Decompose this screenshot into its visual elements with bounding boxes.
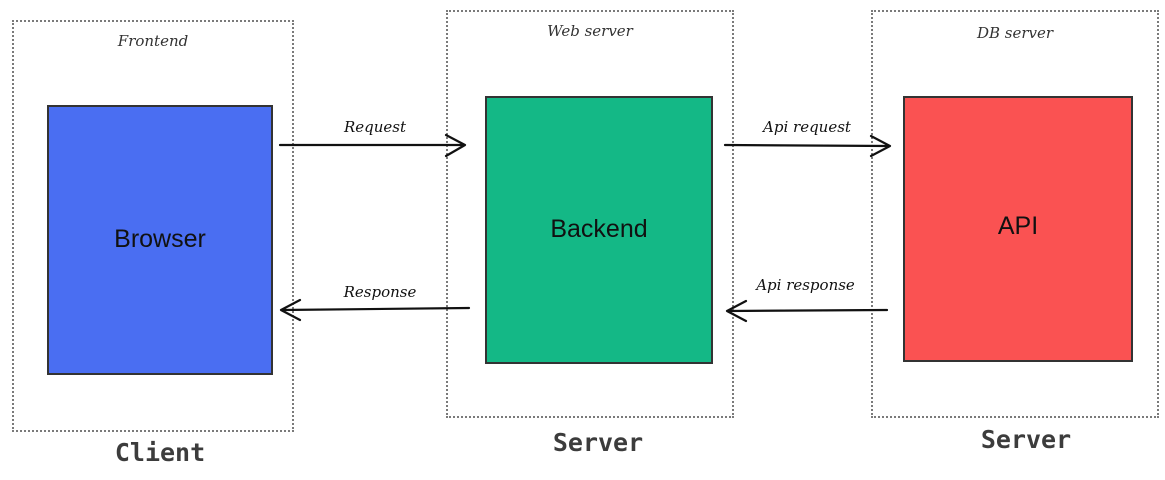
db-server-caption: Server [980,425,1072,454]
api-response-label: Api response [756,276,855,294]
browser-label: Browser [114,224,206,253]
web-server-group: Web server [446,10,734,418]
db-server-group-title: DB server [976,24,1054,42]
request-arrow [278,133,467,158]
api-response-arrow [725,299,889,323]
web-server-caption: Server [552,428,644,457]
backend-node: Backend [485,96,713,364]
api-node: API [903,96,1133,362]
response-arrow [279,298,471,322]
db-server-group: DB server [871,10,1159,418]
api-request-arrow [723,134,892,158]
api-label: API [997,211,1039,240]
request-label: Request [343,118,407,136]
backend-label: Backend [550,214,648,243]
web-server-group-title: Web server [547,22,633,40]
client-caption: Client [114,438,206,467]
frontend-group-title: Frontend [117,32,189,50]
api-request-label: Api request [763,118,851,136]
response-label: Response [343,283,417,301]
frontend-group: Frontend [12,20,294,432]
browser-node: Browser [47,105,273,375]
